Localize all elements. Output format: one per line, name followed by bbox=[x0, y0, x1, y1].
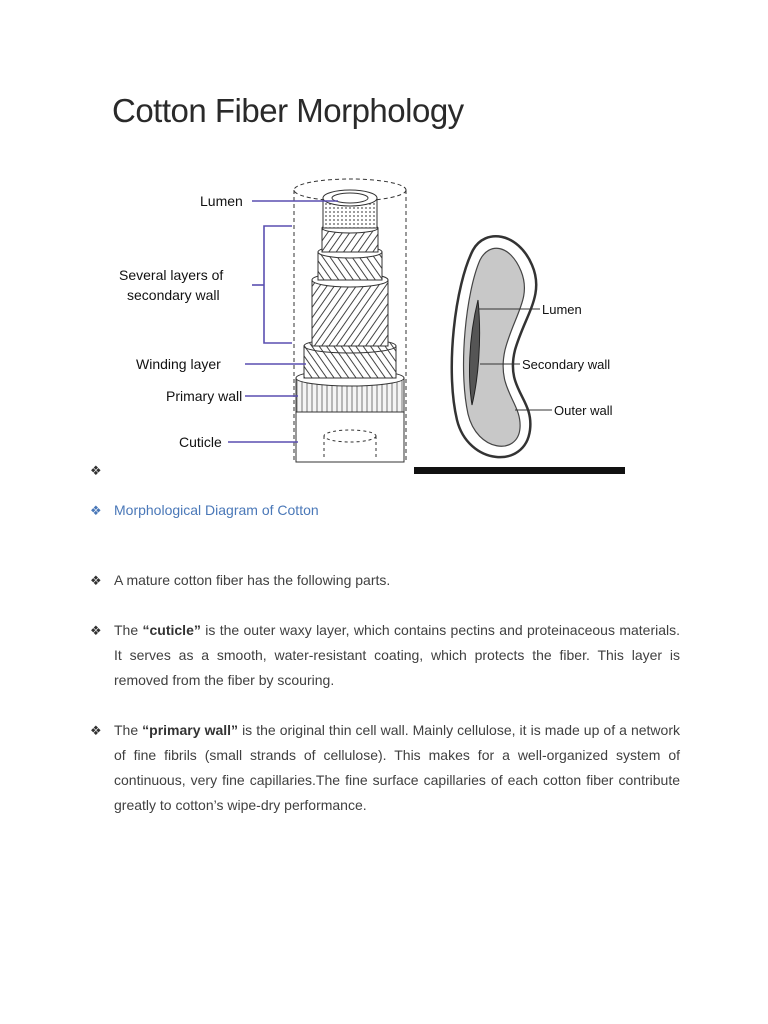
label-secondary-wall: Secondary wall bbox=[522, 357, 610, 372]
text-run: The bbox=[114, 622, 143, 638]
label-secondary-line2: secondary wall bbox=[127, 287, 220, 303]
caption-text: Morphological Diagram of Cotton bbox=[114, 502, 319, 518]
label-lumen-right: Lumen bbox=[542, 302, 582, 317]
fiber-cylinder bbox=[293, 178, 407, 463]
paragraph-text: A mature cotton fiber has the following … bbox=[114, 572, 391, 588]
scale-bar bbox=[414, 467, 625, 474]
paragraph-primary-wall: ❖ The “primary wall” is the original thi… bbox=[90, 718, 680, 818]
paragraph-cuticle: ❖ The “cuticle” is the outer waxy layer,… bbox=[90, 618, 680, 693]
figure-caption: ❖ Morphological Diagram of Cotton bbox=[90, 498, 680, 523]
fiber-morphology-diagram: Lumen Several layers of secondary wall W… bbox=[100, 170, 640, 480]
paragraph-text: The “cuticle” is the outer waxy layer, w… bbox=[114, 618, 680, 693]
paragraph-text: The “primary wall” is the original thin … bbox=[114, 718, 680, 818]
text-run: The bbox=[114, 722, 143, 738]
text-run: is the outer waxy layer, which contains … bbox=[114, 622, 681, 688]
bullet-icon: ❖ bbox=[90, 723, 102, 738]
paragraph-mature-fiber: ❖ A mature cotton fiber has the followin… bbox=[90, 568, 680, 593]
label-outer-wall: Outer wall bbox=[554, 403, 613, 418]
bullet-icon: ❖ bbox=[90, 503, 102, 518]
leader-lines bbox=[228, 200, 338, 443]
label-secondary-line1: Several layers of bbox=[119, 267, 223, 283]
label-lumen-left: Lumen bbox=[200, 193, 243, 209]
label-cuticle: Cuticle bbox=[179, 434, 222, 450]
text-run: is the original thin cell wall. Mainly c… bbox=[114, 722, 680, 813]
fiber-cross-section bbox=[450, 235, 538, 459]
label-primary-wall: Primary wall bbox=[166, 388, 242, 404]
bullet-icon: ❖ bbox=[90, 573, 102, 588]
bullet-icon: ❖ bbox=[90, 623, 102, 638]
term-primary-wall: “primary wall” bbox=[142, 722, 239, 738]
term-cuticle: “cuticle” bbox=[142, 622, 201, 638]
bullet-icon: ❖ bbox=[90, 463, 102, 478]
label-winding-layer: Winding layer bbox=[136, 356, 221, 372]
page-title: Cotton Fiber Morphology bbox=[112, 92, 464, 129]
